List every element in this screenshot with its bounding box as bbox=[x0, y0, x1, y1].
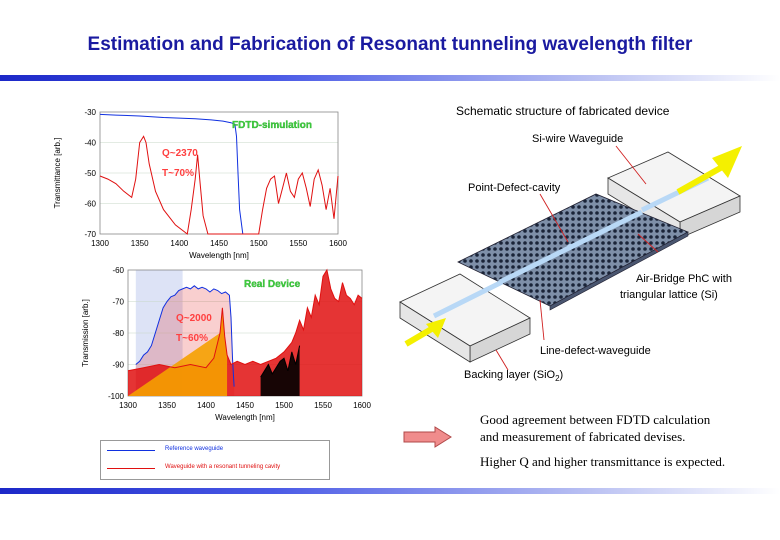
schematic-heading: Schematic structure of fabricated device bbox=[456, 104, 670, 118]
annotation-1: T~60% bbox=[176, 333, 208, 344]
note-line-3: Higher Q and higher transmittance is exp… bbox=[480, 454, 726, 469]
legend-label-reference: Reference waveguide bbox=[165, 446, 224, 452]
si-wire-waveguide-in bbox=[432, 279, 504, 319]
y-tick-label: -30 bbox=[84, 108, 96, 117]
series-fill bbox=[260, 345, 300, 396]
series-line-0 bbox=[99, 113, 244, 235]
x-tick-label: 1400 bbox=[170, 239, 188, 248]
light-input-arrow bbox=[404, 318, 446, 347]
label-si-wire: Si-wire Waveguide bbox=[532, 133, 624, 145]
label-point-defect: Point-Defect-cavity bbox=[468, 182, 561, 194]
y-tick-label: -80 bbox=[112, 329, 124, 338]
legend-label-cavity: Waveguide with a resonant tunneling cavi… bbox=[165, 464, 281, 470]
x-tick-label: 1300 bbox=[119, 401, 137, 410]
x-tick-label: 1400 bbox=[197, 401, 215, 410]
x-tick-label: 1300 bbox=[91, 239, 109, 248]
light-output-arrow bbox=[676, 146, 742, 195]
series-fill bbox=[128, 270, 362, 396]
series-fill bbox=[128, 307, 228, 396]
x-tick-label: 1500 bbox=[275, 401, 293, 410]
notes-arrow-icon bbox=[403, 426, 452, 448]
fdtd-chart: 1300 1350 1400 1450 1500 1550 1600 -30 -40 -50 -60… bbox=[53, 108, 347, 260]
x-tick-label: 1450 bbox=[210, 239, 228, 248]
y-tick-label: -40 bbox=[84, 139, 96, 148]
note-line-2: and measurement of fabricated devises. bbox=[480, 429, 686, 444]
page-title: Estimation and Fabrication of Resonant t… bbox=[87, 34, 693, 55]
x-tick-label: 1500 bbox=[250, 239, 268, 248]
real-device-chart: 1300 1350 1400 1450 1500 1550 1600 -60 -70 -80 -90… bbox=[81, 266, 371, 422]
x-tick-label: 1600 bbox=[329, 239, 347, 248]
series-line-1 bbox=[127, 268, 363, 372]
x-axis-label: Wavelength [nm] bbox=[189, 251, 249, 260]
legend-swatch-cavity bbox=[107, 468, 155, 469]
y-tick-label: -100 bbox=[108, 392, 125, 401]
x-tick-label: 1550 bbox=[289, 239, 307, 248]
series-line-2 bbox=[260, 345, 301, 378]
bottom-divider-bar bbox=[0, 488, 780, 494]
y-axis-label: Transmission [arb.] bbox=[81, 299, 90, 367]
chart-legend: Reference waveguide Waveguide with a res… bbox=[100, 440, 330, 480]
y-tick-label: -90 bbox=[112, 361, 124, 370]
chart-title: Real Device bbox=[244, 279, 301, 290]
legend-swatch-reference bbox=[107, 450, 155, 451]
x-tick-label: 1450 bbox=[236, 401, 254, 410]
x-tick-label: 1350 bbox=[131, 239, 149, 248]
point-defect-cavity bbox=[567, 244, 573, 250]
x-tick-label: 1550 bbox=[314, 401, 332, 410]
annotation-0: Q~2370 bbox=[162, 148, 198, 159]
label-backing-layer: Backing layer (SiO2) bbox=[464, 369, 564, 384]
top-divider-bar bbox=[0, 75, 780, 81]
label-air-bridge-2: triangular lattice (Si) bbox=[620, 289, 718, 301]
label-air-bridge-1: Air-Bridge PhC with bbox=[636, 273, 732, 285]
y-tick-label: -70 bbox=[84, 230, 96, 239]
y-tick-label: -70 bbox=[112, 298, 124, 307]
series-line-0 bbox=[135, 285, 235, 387]
annotation-0: Q~2000 bbox=[176, 313, 212, 324]
label-line-defect: Line-defect-waveguide bbox=[540, 345, 651, 357]
y-tick-label: -60 bbox=[112, 266, 124, 275]
note-line-1: Good agreement between FDTD calculation bbox=[480, 412, 711, 427]
x-axis-label: Wavelength [nm] bbox=[215, 413, 275, 422]
y-axis-label: Transmittance [arb.] bbox=[53, 138, 62, 209]
device-schematic bbox=[399, 145, 742, 371]
x-tick-label: 1350 bbox=[158, 401, 176, 410]
x-tick-label: 1600 bbox=[353, 401, 371, 410]
y-tick-label: -60 bbox=[84, 200, 96, 209]
y-tick-label: -50 bbox=[84, 169, 96, 178]
series-line-1 bbox=[99, 135, 339, 235]
annotation-1: T~70% bbox=[162, 168, 194, 179]
chart-title: FDTD-simulation bbox=[232, 120, 312, 131]
